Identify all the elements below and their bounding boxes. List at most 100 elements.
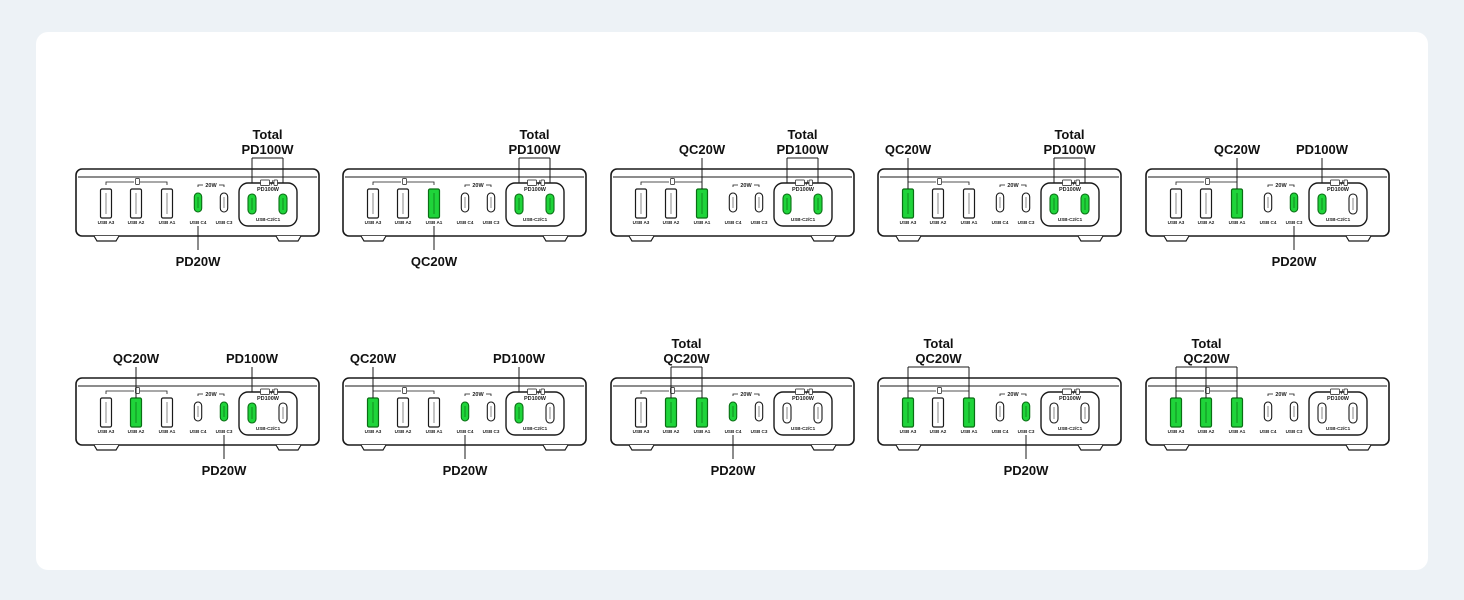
total-label: Total xyxy=(252,127,282,142)
phone-icon xyxy=(808,179,813,186)
icon-slash xyxy=(270,388,274,395)
phone-icon xyxy=(540,179,545,186)
power-label: PD100W xyxy=(508,142,561,157)
port-label: USB A3 xyxy=(365,429,382,434)
twenty-w-label: 20W xyxy=(205,392,217,398)
port-label: USB A3 xyxy=(633,220,650,225)
twenty-w-bracket xyxy=(732,393,760,396)
twenty-w-bracket xyxy=(999,184,1027,187)
icon-slash xyxy=(270,179,274,186)
charger-foot xyxy=(1163,235,1190,242)
charger-foot xyxy=(360,444,387,451)
power-label: QC20W xyxy=(885,142,932,157)
twenty-w-bracket xyxy=(464,184,492,187)
phone-icon xyxy=(273,179,278,186)
charger-foot xyxy=(542,444,569,451)
port-label: USB C4 xyxy=(457,220,474,225)
port-label: USB C4 xyxy=(725,220,742,225)
port-label: USB-C2/C1 xyxy=(1326,426,1351,431)
port-label: USB A2 xyxy=(663,220,680,225)
port-label: USB-C2/C1 xyxy=(791,217,816,222)
twenty-w-bracket xyxy=(732,184,760,187)
phone-icon xyxy=(808,388,813,395)
port-label: USB C3 xyxy=(483,220,500,225)
total-label: Total xyxy=(671,336,701,351)
power-label: QC20W xyxy=(915,351,962,366)
power-label: PD20W xyxy=(443,463,489,478)
phone-icon xyxy=(273,388,278,395)
laptop-phone-icon xyxy=(1062,179,1072,186)
twenty-w-label: 20W xyxy=(740,183,752,189)
port-label: USB A2 xyxy=(395,429,412,434)
pd100w-label: PD100W xyxy=(257,396,280,402)
port-label: USB A3 xyxy=(1168,429,1185,434)
total-label: Total xyxy=(1054,127,1084,142)
laptop-phone-icon xyxy=(1062,388,1072,395)
charger-foot xyxy=(810,444,837,451)
laptop-phone-icon xyxy=(1330,388,1340,395)
pd100w-label: PD100W xyxy=(524,396,547,402)
icon-slash xyxy=(537,179,541,186)
twenty-w-label: 20W xyxy=(472,183,484,189)
port-label: USB-C2/C1 xyxy=(1326,217,1351,222)
phone-icon xyxy=(402,178,407,185)
port-label: USB A2 xyxy=(930,429,947,434)
port-label: USB A2 xyxy=(930,220,947,225)
charger-foot xyxy=(275,444,302,451)
laptop-phone-icon xyxy=(795,179,805,186)
power-label: PD100W xyxy=(226,351,279,366)
total-label: Total xyxy=(519,127,549,142)
total-label: Total xyxy=(1191,336,1221,351)
port-label: USB C4 xyxy=(725,429,742,434)
port-label: USB A1 xyxy=(961,429,978,434)
port-label: USB-C2/C1 xyxy=(523,426,548,431)
twenty-w-bracket xyxy=(1267,393,1295,396)
icon-slash xyxy=(1072,388,1076,395)
pd100w-label: PD100W xyxy=(257,187,280,193)
charger-foot xyxy=(628,444,655,451)
port-label: USB A3 xyxy=(633,429,650,434)
port-label: USB-C2/C1 xyxy=(1058,217,1083,222)
port-label: USB C3 xyxy=(1286,220,1303,225)
laptop-phone-icon xyxy=(795,388,805,395)
power-label: QC20W xyxy=(1183,351,1230,366)
pd100w-label: PD100W xyxy=(1059,187,1082,193)
twenty-w-bracket xyxy=(197,184,225,187)
power-label: QC20W xyxy=(1214,142,1261,157)
twenty-w-label: 20W xyxy=(1275,392,1287,398)
power-label: PD20W xyxy=(202,463,248,478)
twenty-w-label: 20W xyxy=(1007,392,1019,398)
icon-slash xyxy=(1340,388,1344,395)
charger-foot xyxy=(1077,235,1104,242)
power-label: QC20W xyxy=(350,351,397,366)
port-label: USB C4 xyxy=(1260,220,1277,225)
power-label: QC20W xyxy=(113,351,160,366)
laptop-phone-icon xyxy=(527,388,537,395)
port-label: USB C3 xyxy=(1018,429,1035,434)
charger-foot xyxy=(895,235,922,242)
power-label: PD20W xyxy=(1272,254,1318,269)
port-label: USB A2 xyxy=(395,220,412,225)
port-label: USB A2 xyxy=(128,220,145,225)
pd100w-label: PD100W xyxy=(792,187,815,193)
port-label: USB A2 xyxy=(1198,429,1215,434)
power-label: PD20W xyxy=(711,463,757,478)
port-label: USB A2 xyxy=(663,429,680,434)
total-label: Total xyxy=(923,336,953,351)
power-label: QC20W xyxy=(679,142,726,157)
port-label: USB A1 xyxy=(1229,220,1246,225)
twenty-w-label: 20W xyxy=(1275,183,1287,189)
total-label: Total xyxy=(787,127,817,142)
power-label: PD100W xyxy=(1043,142,1096,157)
charger-foot xyxy=(1163,444,1190,451)
charger-foot xyxy=(810,235,837,242)
